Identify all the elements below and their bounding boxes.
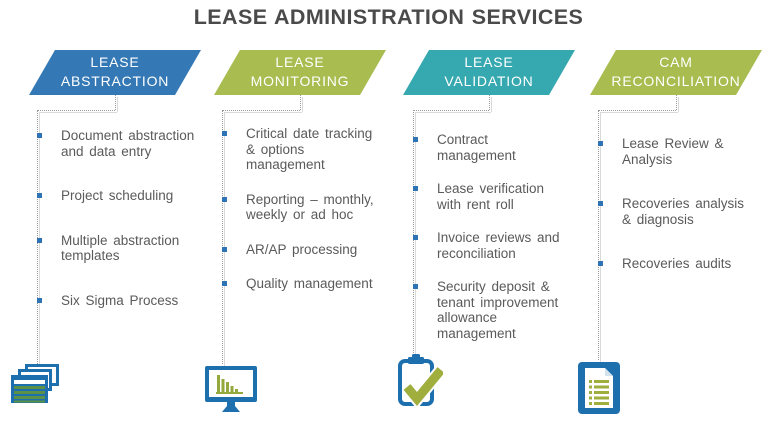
- banner-cam-reconciliation: CAM RECONCILIATION: [590, 50, 762, 95]
- bullet-square-icon: [598, 141, 603, 146]
- list-item: Security deposit & tenant improvement al…: [413, 279, 613, 341]
- item-list: Critical date tracking & options managem…: [222, 126, 422, 292]
- connector-stub: [115, 95, 116, 110]
- banner-label: LEASE ABSTRACTION: [60, 54, 170, 89]
- bullet-square-icon: [222, 246, 227, 252]
- item-list: Lease Review & Analysis Recoveries analy…: [598, 136, 777, 272]
- page-title: LEASE ADMINISTRATION SERVICES: [193, 5, 584, 29]
- connector-horizontal: [37, 110, 115, 111]
- connector-horizontal: [222, 110, 300, 111]
- list-item: Lease verification with rent roll: [413, 181, 613, 212]
- list-item: AR/AP processing: [222, 242, 422, 258]
- list-item: Document abstraction and data entry: [37, 128, 237, 159]
- list-item: Multiple abstraction templates: [37, 233, 237, 264]
- bullet-square-icon: [413, 186, 418, 191]
- connector-horizontal: [598, 110, 676, 111]
- banner-label: LEASE MONITORING: [250, 54, 350, 89]
- connector-stub: [300, 95, 301, 110]
- bullet-square-icon: [37, 237, 42, 243]
- connector-vertical: [413, 110, 414, 353]
- list-item: Quality management: [222, 276, 422, 292]
- list-item: Recoveries analysis & diagnosis: [598, 196, 777, 227]
- banner-lease-monitoring: LEASE MONITORING: [214, 50, 386, 95]
- connector-stub: [489, 95, 490, 110]
- list-item: Invoice reviews and reconciliation: [413, 230, 613, 261]
- bullet-square-icon: [37, 133, 42, 138]
- list-item: Reporting – monthly, weekly or ad hoc: [222, 192, 422, 223]
- monitor-chart-icon: [204, 366, 258, 418]
- connector-stub: [676, 95, 677, 110]
- connector-horizontal: [413, 110, 489, 111]
- list-item: Recoveries audits: [598, 256, 777, 272]
- banner-lease-abstraction: LEASE ABSTRACTION: [29, 50, 201, 95]
- bullet-square-icon: [222, 281, 227, 286]
- connector-vertical: [222, 110, 223, 364]
- item-list: Document abstraction and data entry Proj…: [37, 128, 237, 309]
- item-list: Contract management Lease verification w…: [413, 132, 613, 341]
- bullet-square-icon: [222, 131, 227, 136]
- bullet-square-icon: [413, 284, 418, 289]
- clipboard-check-icon: [397, 354, 447, 413]
- bullet-square-icon: [413, 137, 418, 142]
- list-item: Lease Review & Analysis: [598, 136, 777, 167]
- list-item: Contract management: [413, 132, 613, 163]
- bullet-square-icon: [413, 235, 418, 240]
- bullet-square-icon: [37, 297, 42, 303]
- connector-vertical: [598, 110, 599, 360]
- list-item: Six Sigma Process: [37, 293, 237, 309]
- stacked-documents-icon: [11, 364, 61, 409]
- bullet-square-icon: [222, 196, 227, 202]
- list-item: Critical date tracking & options managem…: [222, 126, 422, 173]
- list-item: Project scheduling: [37, 188, 237, 204]
- banner-lease-validation: LEASE VALIDATION: [403, 50, 575, 95]
- document-lines-icon: [578, 362, 620, 419]
- bullet-square-icon: [598, 261, 603, 266]
- banner-label: LEASE VALIDATION: [444, 54, 534, 89]
- bullet-square-icon: [598, 201, 603, 206]
- bullet-square-icon: [37, 193, 42, 198]
- banner-label: CAM RECONCILIATION: [611, 54, 741, 89]
